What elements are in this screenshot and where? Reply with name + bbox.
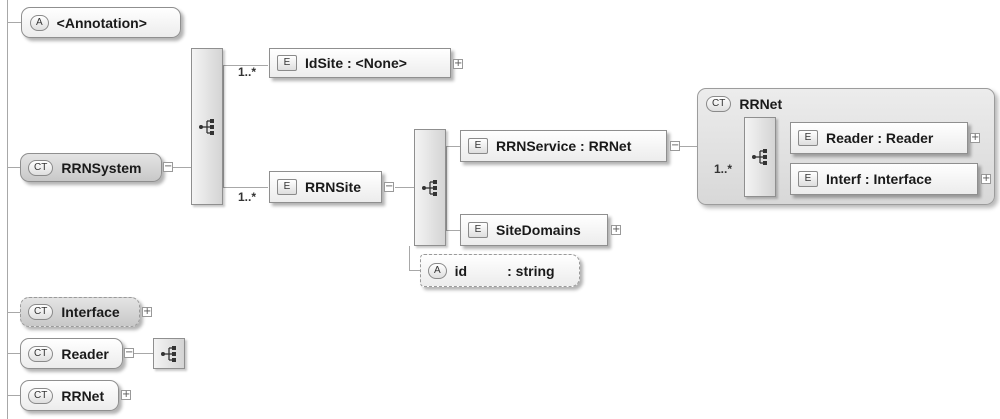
id-attribute-name: id <box>454 262 468 279</box>
complex-type-badge: CT <box>28 304 54 320</box>
rrnsite-label: RRNSite <box>305 179 362 195</box>
connector-line <box>7 167 21 168</box>
connector-line <box>223 65 268 66</box>
sequence-icon <box>752 149 767 165</box>
sitedomains-element[interactable]: E SiteDomains <box>460 214 608 246</box>
interface-type-label: Interface <box>61 304 120 320</box>
collapse-icon[interactable]: − <box>384 181 394 192</box>
id-attribute[interactable]: A id : string <box>420 254 580 287</box>
complex-type-badge: CT <box>28 159 54 176</box>
rrnsystem-node[interactable]: CT RRNSystem <box>20 153 162 182</box>
connector-line <box>134 353 153 354</box>
element-badge: E <box>277 55 297 71</box>
sequence-compositor[interactable] <box>153 338 185 369</box>
sequence-icon <box>422 179 437 196</box>
attribute-badge: A <box>428 262 447 279</box>
collapse-icon[interactable]: − <box>124 347 134 358</box>
collapse-icon[interactable]: − <box>670 140 680 151</box>
connector-line <box>7 312 21 313</box>
connector-line <box>7 22 22 23</box>
connector-line <box>446 146 460 147</box>
connector-line <box>446 146 447 230</box>
attribute-badge: A <box>30 14 49 31</box>
interf-element-label: Interf : Interface <box>826 171 932 187</box>
complex-type-badge: CT <box>28 345 54 362</box>
rrnsite-element[interactable]: E RRNSite <box>269 171 382 203</box>
sequence-compositor[interactable] <box>191 48 223 205</box>
element-badge: E <box>798 171 818 187</box>
id-attribute-type: : string <box>507 262 555 279</box>
reader-element-label: Reader : Reader <box>826 130 934 146</box>
complex-type-badge: CT <box>28 387 54 404</box>
connector-line <box>446 230 460 231</box>
rrnet-type-label: RRNet <box>61 387 105 404</box>
multiplicity-label: 1..* <box>238 65 257 79</box>
element-badge: E <box>798 130 818 146</box>
sequence-compositor[interactable] <box>744 117 776 197</box>
collapse-icon[interactable]: − <box>163 161 173 172</box>
idsite-label: IdSite : <None> <box>305 55 407 71</box>
expand-icon[interactable]: + <box>981 173 991 184</box>
rrnet-card-title-label: RRNet <box>739 96 783 112</box>
reader-element[interactable]: E Reader : Reader <box>790 122 968 154</box>
reader-type-node[interactable]: CT Reader <box>20 338 123 369</box>
element-badge: E <box>468 138 488 154</box>
element-badge: E <box>277 179 297 195</box>
connector-line <box>409 270 420 271</box>
sequence-compositor[interactable] <box>414 129 446 246</box>
connector-line <box>7 353 21 354</box>
rrnsystem-label: RRNSystem <box>61 159 142 176</box>
expand-icon[interactable]: + <box>121 389 131 400</box>
annotation-node[interactable]: A <Annotation> <box>21 7 181 38</box>
expand-icon[interactable]: + <box>142 306 152 317</box>
interf-element[interactable]: E Interf : Interface <box>790 163 978 195</box>
rrnservice-label: RRNService : RRNet <box>496 138 632 154</box>
idsite-element[interactable]: E IdSite : <None> <box>269 48 451 78</box>
expand-icon[interactable]: + <box>453 58 463 69</box>
connector-line <box>173 167 191 168</box>
connector-line <box>395 187 414 188</box>
connector-line <box>7 0 8 419</box>
rrnet-type-node[interactable]: CT RRNet <box>20 380 119 411</box>
rrnet-card-title: CT RRNet <box>706 96 782 112</box>
connector-line <box>223 65 224 188</box>
rrnservice-element[interactable]: E RRNService : RRNet <box>460 130 667 162</box>
reader-type-label: Reader <box>61 345 109 362</box>
expand-icon[interactable]: + <box>970 132 980 143</box>
sitedomains-label: SiteDomains <box>496 222 581 238</box>
sequence-icon <box>199 118 214 135</box>
expand-icon[interactable]: + <box>611 224 621 235</box>
connector-line <box>223 187 268 188</box>
multiplicity-label: 1..* <box>714 162 733 176</box>
sequence-icon <box>161 345 176 362</box>
annotation-label: <Annotation> <box>56 14 147 31</box>
connector-line <box>7 395 21 396</box>
multiplicity-label: 1..* <box>238 190 257 204</box>
connector-line <box>409 246 410 271</box>
interface-type-node[interactable]: CT Interface <box>20 297 140 327</box>
complex-type-badge: CT <box>706 96 732 112</box>
element-badge: E <box>468 222 488 238</box>
